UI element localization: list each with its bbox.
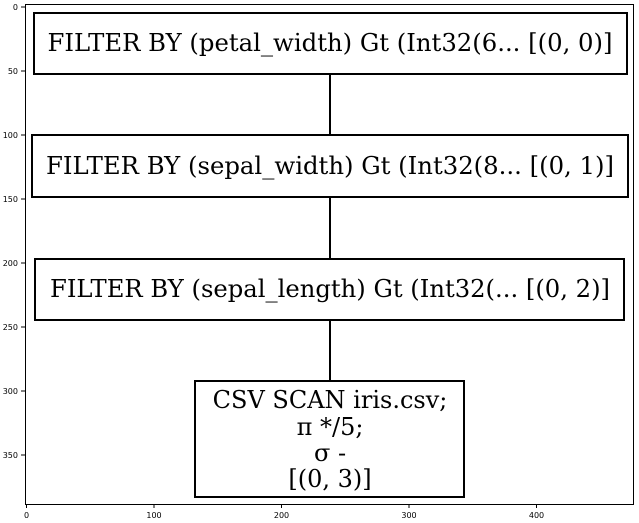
node-filter-petal-width: FILTER BY (petal_width) Gt (Int32(6... […: [33, 12, 628, 75]
x-tick-label: 200: [274, 511, 289, 520]
x-axis: 0 100 200 300 400: [24, 504, 544, 520]
node-label: FILTER BY (petal_width) Gt (Int32(6... […: [48, 29, 613, 57]
node-box: [194, 380, 465, 498]
y-tick-label: 250: [3, 323, 18, 332]
y-tick-label: 0: [13, 3, 18, 12]
y-tick-label: 200: [3, 259, 18, 268]
y-tick-label: 350: [3, 451, 18, 460]
node-box: [33, 12, 628, 75]
x-tick-label: 100: [146, 511, 161, 520]
x-tick-label: 0: [24, 511, 29, 520]
node-label-line: π */5;: [297, 413, 364, 441]
node-csv-scan: CSV SCAN iris.csv; π */5; σ - [(0, 3)]: [194, 380, 465, 498]
node-filter-sepal-length: FILTER BY (sepal_length) Gt (Int32(... […: [34, 258, 625, 321]
y-tick-label: 300: [3, 387, 18, 396]
node-label-line: σ -: [314, 439, 346, 467]
node-label-line: [(0, 3)]: [288, 465, 371, 493]
x-tick-label: 400: [529, 511, 544, 520]
node-box: [31, 134, 629, 198]
y-tick-label: 100: [3, 131, 18, 140]
node-filter-sepal-width: FILTER BY (sepal_width) Gt (Int32(8... […: [31, 134, 629, 198]
node-label: FILTER BY (sepal_width) Gt (Int32(8... […: [46, 152, 614, 180]
y-tick-label: 150: [3, 195, 18, 204]
y-tick-label: 50: [8, 67, 18, 76]
x-tick-label: 300: [401, 511, 416, 520]
y-axis: 0 50 100 150 200 250 300 350: [3, 3, 25, 460]
node-label-line: CSV SCAN iris.csv;: [213, 386, 448, 414]
node-label: FILTER BY (sepal_length) Gt (Int32(... […: [50, 275, 610, 303]
node-box: [34, 258, 625, 321]
